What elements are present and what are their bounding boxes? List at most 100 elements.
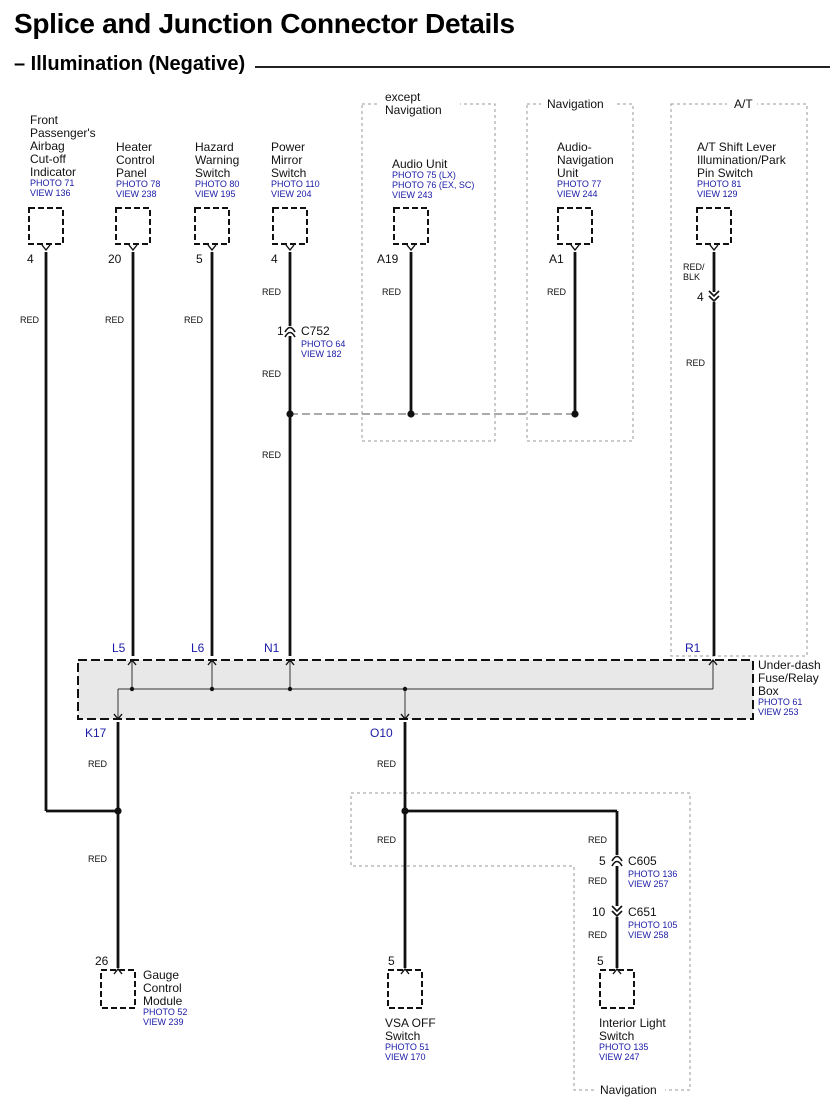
wire-color-label: RED bbox=[377, 759, 397, 769]
interior-light-switch-name: Interior Light bbox=[599, 1016, 666, 1030]
heater-control-panel-name: Panel bbox=[116, 166, 147, 180]
vsa-off-switch-pin: 5 bbox=[388, 954, 395, 968]
connector-C605 bbox=[611, 860, 623, 867]
connector-C605 bbox=[611, 855, 623, 862]
connector-C651 bbox=[611, 910, 623, 918]
connector-C651 bbox=[611, 905, 623, 913]
vsa-off-switch-refs: VIEW 170 bbox=[385, 1052, 426, 1062]
power-mirror-switch-refs: VIEW 204 bbox=[271, 189, 312, 199]
c605-refs: VIEW 257 bbox=[628, 879, 669, 889]
terminal-label-R1: R1 bbox=[685, 641, 701, 655]
pin-arrow bbox=[285, 244, 295, 252]
page-title: Splice and Junction Connector Details bbox=[14, 8, 515, 39]
audio-navigation-unit-name: Unit bbox=[557, 166, 579, 180]
pin-arrow bbox=[128, 244, 138, 252]
wire-color-label-red-blk: BLK bbox=[683, 272, 700, 282]
page-subtitle: – Illumination (Negative) bbox=[14, 53, 256, 76]
vsa-off-switch-name: VSA OFF bbox=[385, 1016, 436, 1030]
wire-color-label: RED bbox=[88, 854, 108, 864]
front-passenger-airbag-name: Passenger's bbox=[30, 126, 96, 140]
at-shift-lever-refs: PHOTO 81 bbox=[697, 179, 741, 189]
terminal-label-K17: K17 bbox=[85, 726, 107, 740]
box-terminal-N1 bbox=[285, 658, 295, 666]
at-shift-lever-refs: VIEW 129 bbox=[697, 189, 738, 199]
interior-light-switch-refs: PHOTO 135 bbox=[599, 1042, 648, 1052]
label-backdrop bbox=[541, 96, 615, 112]
wire-color-label: RED bbox=[262, 450, 282, 460]
c651-pin: 10 bbox=[592, 905, 606, 919]
audio-unit-refs: PHOTO 75 (LX) bbox=[392, 170, 456, 180]
wire-color-label: RED bbox=[262, 369, 282, 379]
heater-control-panel-refs: PHOTO 78 bbox=[116, 179, 160, 189]
c651-refs: VIEW 258 bbox=[628, 930, 669, 940]
hazard-warning-switch-name: Hazard bbox=[195, 140, 234, 154]
group-label-except-navigation: Navigation bbox=[385, 103, 442, 117]
power-mirror-switch-pin: 4 bbox=[271, 252, 278, 266]
box-name: Under-dash bbox=[758, 658, 821, 672]
pin-arrow bbox=[400, 967, 410, 975]
label-backdrop bbox=[595, 1082, 665, 1098]
connector-C752 bbox=[284, 326, 296, 333]
front-passenger-airbag-pin: 4 bbox=[27, 252, 34, 266]
wire-color-label: RED bbox=[547, 287, 567, 297]
heater-control-panel-connector bbox=[115, 207, 151, 245]
pin-arrow bbox=[406, 244, 416, 252]
front-passenger-airbag-name: Indicator bbox=[30, 165, 76, 179]
pin-arrow bbox=[709, 244, 719, 252]
interior-light-switch-refs: VIEW 247 bbox=[599, 1052, 640, 1062]
wire-color-label: RED bbox=[184, 315, 204, 325]
c651-name: C651 bbox=[628, 905, 657, 919]
group-label-except-navigation: except bbox=[385, 90, 421, 104]
wire-color-label: RED bbox=[20, 315, 40, 325]
hazard-warning-switch-refs: VIEW 195 bbox=[195, 189, 236, 199]
hazard-warning-switch-pin: 5 bbox=[196, 252, 203, 266]
audio-unit-connector bbox=[393, 207, 429, 245]
c752-refs: PHOTO 64 bbox=[301, 339, 345, 349]
wire-color-label: RED bbox=[686, 358, 706, 368]
terminal-label-L6: L6 bbox=[191, 641, 205, 655]
heater-control-panel-refs: VIEW 238 bbox=[116, 189, 157, 199]
interior-light-switch-pin: 5 bbox=[597, 954, 604, 968]
vsa-off-switch-connector bbox=[387, 969, 423, 1009]
gauge-control-module-name: Control bbox=[143, 981, 182, 995]
gauge-control-module-name: Module bbox=[143, 994, 183, 1008]
splice-dot bbox=[571, 410, 579, 418]
pin-arrow bbox=[612, 967, 622, 975]
box-refs: VIEW 253 bbox=[758, 707, 799, 717]
pin-arrow bbox=[207, 244, 217, 252]
connector-at-inline bbox=[708, 295, 720, 303]
box-terminal-L5 bbox=[127, 658, 137, 666]
wire-color-label: RED bbox=[377, 835, 397, 845]
audio-unit-refs: PHOTO 76 (EX, SC) bbox=[392, 180, 474, 190]
interior-light-switch-name: Switch bbox=[599, 1029, 634, 1043]
power-mirror-switch-name: Mirror bbox=[271, 153, 302, 167]
at-shift-lever-connector bbox=[696, 207, 732, 245]
audio-unit-name: Audio Unit bbox=[392, 157, 448, 171]
gauge-control-module-refs: PHOTO 52 bbox=[143, 1007, 187, 1017]
c752-name: C752 bbox=[301, 324, 330, 338]
front-passenger-airbag-connector bbox=[28, 207, 64, 245]
wire-color-label: RED bbox=[588, 930, 608, 940]
junction-dot bbox=[402, 686, 408, 692]
audio-navigation-unit-refs: VIEW 244 bbox=[557, 189, 598, 199]
hazard-warning-switch-connector bbox=[194, 207, 230, 245]
vsa-off-switch-refs: PHOTO 51 bbox=[385, 1042, 429, 1052]
front-passenger-airbag-refs: PHOTO 71 bbox=[30, 178, 74, 188]
front-passenger-airbag-name: Front bbox=[30, 113, 59, 127]
wire-color-label: RED bbox=[105, 315, 125, 325]
at-shift-lever-name: Pin Switch bbox=[697, 166, 753, 180]
box-name: Fuse/Relay bbox=[758, 671, 819, 685]
label-backdrop bbox=[380, 92, 460, 122]
hazard-warning-switch-name: Warning bbox=[195, 153, 239, 167]
junction-dot bbox=[287, 686, 293, 692]
box-terminal-L6 bbox=[207, 658, 217, 666]
pin-arrow bbox=[570, 244, 580, 252]
heater-control-panel-pin: 20 bbox=[108, 252, 122, 266]
power-mirror-switch-name: Switch bbox=[271, 166, 306, 180]
front-passenger-airbag-refs: VIEW 136 bbox=[30, 188, 71, 198]
c651-refs: PHOTO 105 bbox=[628, 920, 677, 930]
box-terminal-R1 bbox=[708, 658, 718, 666]
c752-refs: VIEW 182 bbox=[301, 349, 342, 359]
